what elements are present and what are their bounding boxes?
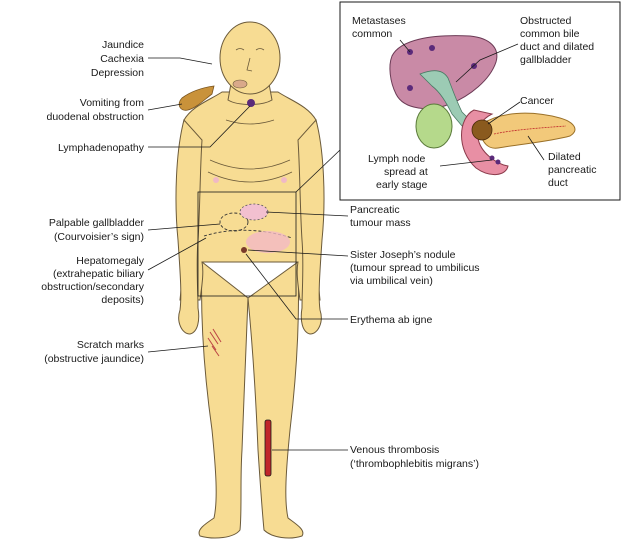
cancer-mass bbox=[471, 119, 493, 141]
umbilicus-nodule bbox=[241, 247, 247, 253]
scratch-marks bbox=[207, 328, 222, 357]
label-hepatomegaly: obstruction/secondary bbox=[41, 281, 144, 293]
label-scratch-marks: (obstructive jaundice) bbox=[44, 353, 144, 365]
inset-label-dilated: duct bbox=[548, 177, 568, 189]
label-pancreatic-tumour: tumour mass bbox=[350, 217, 411, 229]
label-vomiting: Vomiting from bbox=[80, 97, 144, 109]
pancreatic-duct bbox=[493, 125, 567, 135]
inset-connector bbox=[295, 149, 341, 193]
label-pancreatic-tumour: Pancreatic bbox=[350, 204, 400, 216]
inset-label-obstructed: gallbladder bbox=[520, 54, 572, 66]
inset-label-metastases: common bbox=[352, 28, 392, 40]
erythema-patch bbox=[246, 231, 290, 253]
label-jaundice: Jaundice bbox=[102, 39, 144, 51]
inset-label-obstructed: duct and dilated bbox=[520, 41, 594, 53]
inset-panel: Metastases common Obstructed common bile… bbox=[339, 1, 621, 201]
inset-label-obstructed: common bile bbox=[520, 28, 580, 40]
nose bbox=[246, 57, 253, 72]
label-lymphadenopathy: Lymphadenopathy bbox=[58, 142, 145, 154]
left-eyebrow bbox=[235, 48, 245, 51]
label-sister-joseph: Sister Joseph’s nodule bbox=[350, 249, 456, 261]
right-arm bbox=[297, 118, 325, 335]
bile-duct bbox=[419, 70, 471, 127]
label-palpable-gallbladder: (Courvoisier’s sign) bbox=[54, 231, 144, 243]
label-depression: Depression bbox=[91, 67, 144, 79]
palpable-gallbladder-outline bbox=[219, 212, 249, 232]
label-hepatomegaly: Hepatomegaly bbox=[76, 255, 144, 267]
label-venous-thrombosis: Venous thrombosis bbox=[350, 444, 439, 456]
rib-line bbox=[207, 171, 293, 183]
label-cachexia: Cachexia bbox=[100, 53, 144, 65]
right-leg bbox=[247, 261, 304, 539]
inset-label-lymph: early stage bbox=[376, 179, 428, 191]
inset-label-lymph: spread at bbox=[384, 166, 428, 178]
hepatomegaly-outline bbox=[203, 229, 293, 239]
human-figure bbox=[175, 21, 325, 539]
pancreatic-tumour-mass bbox=[239, 203, 269, 221]
gallbladder bbox=[415, 103, 453, 149]
left-labels: Jaundice Cachexia Depression Vomiting fr… bbox=[41, 39, 251, 365]
label-erythema: Erythema ab igne bbox=[350, 314, 432, 326]
inset-label-dilated: Dilated bbox=[548, 151, 581, 163]
label-scratch-marks: Scratch marks bbox=[77, 339, 144, 351]
abdomen-box bbox=[197, 191, 297, 297]
label-hepatomegaly: deposits) bbox=[101, 294, 144, 306]
nipple bbox=[213, 177, 219, 183]
neck-lymph-node bbox=[247, 99, 255, 107]
inset-label-metastases: Metastases bbox=[352, 15, 406, 27]
inset-label-lymph: Lymph node bbox=[368, 153, 426, 165]
right-labels: Pancreatic tumour mass Sister Joseph’s n… bbox=[245, 204, 480, 470]
inset-label-dilated: pancreatic bbox=[548, 164, 596, 176]
inset-lymph-node bbox=[495, 159, 501, 165]
left-leg bbox=[198, 261, 249, 539]
torso bbox=[179, 91, 321, 301]
label-sister-joseph: via umbilical vein) bbox=[350, 275, 433, 287]
label-vomiting: duodenal obstruction bbox=[47, 111, 145, 123]
label-palpable-gallbladder: Palpable gallbladder bbox=[49, 217, 145, 229]
metastasis-dot bbox=[407, 85, 413, 91]
inset-label-obstructed: Obstructed bbox=[520, 15, 572, 27]
collarbone bbox=[225, 119, 275, 125]
right-eyebrow bbox=[255, 48, 265, 51]
label-venous-thrombosis: (‘thrombophlebitis migrans’) bbox=[350, 458, 479, 470]
venous-thrombosis-mark bbox=[264, 419, 272, 477]
rib-line bbox=[209, 159, 291, 170]
inset-label-cancer: Cancer bbox=[520, 95, 554, 107]
inset-lymph-node bbox=[489, 155, 495, 161]
label-sister-joseph: (tumour spread to umbilicus bbox=[350, 262, 480, 274]
metastasis-dot bbox=[429, 45, 435, 51]
label-hepatomegaly: (extrahepatic biliary bbox=[53, 268, 145, 280]
pancreas bbox=[480, 112, 576, 149]
nipple bbox=[281, 177, 287, 183]
vomit-illustration bbox=[178, 85, 215, 111]
mouth bbox=[232, 79, 248, 89]
left-arm bbox=[175, 118, 203, 335]
liver bbox=[389, 35, 498, 110]
